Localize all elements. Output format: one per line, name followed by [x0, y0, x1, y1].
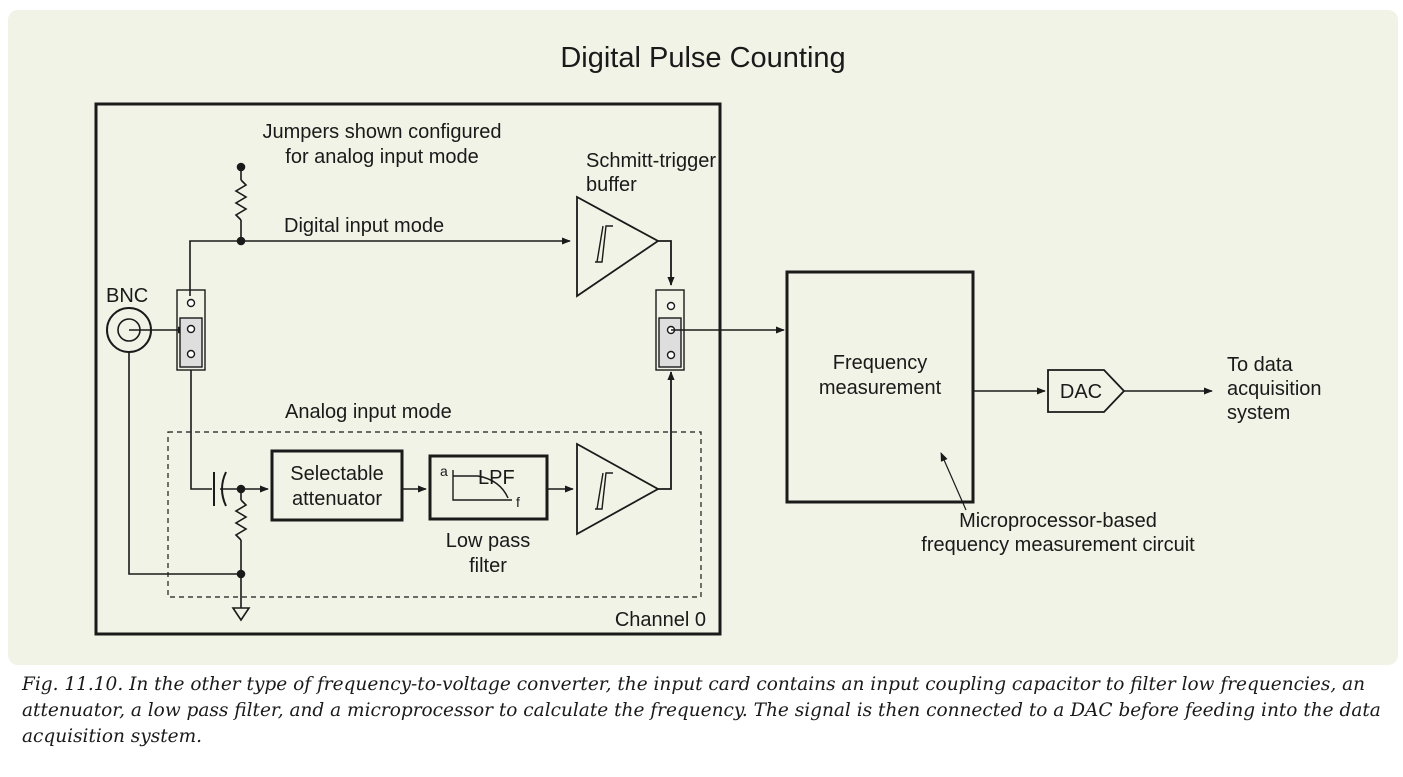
- frequency-measurement-box: [785, 270, 975, 504]
- pullup-resistor: [234, 162, 248, 241]
- figure-panel: [8, 10, 1398, 665]
- frequency-label-line2: measurement: [819, 377, 942, 399]
- attenuator-box: [270, 449, 404, 522]
- lpf-axis-f: f: [516, 494, 520, 510]
- schmitt-label-line1: Schmitt-trigger: [586, 150, 716, 172]
- analog-mode-label: Analog input mode: [285, 401, 452, 423]
- jumper-left: [176, 289, 206, 371]
- jumpers-note-line1: Jumpers shown configured: [262, 121, 501, 143]
- lpf-response-icon: [452, 470, 512, 501]
- microprocessor-label-line2: frequency measurement circuit: [921, 534, 1195, 556]
- schmitt-label-line2: buffer: [586, 174, 637, 196]
- schmitt-trigger-top: [576, 195, 675, 298]
- analog-region: [167, 431, 702, 598]
- schmitt-trigger-bottom: [576, 371, 675, 536]
- bnc-label: BNC: [106, 285, 148, 307]
- channel-box: [94, 102, 722, 636]
- figure-caption: Fig. 11.10. In the other type of frequen…: [22, 674, 1381, 747]
- output-label-line1: To data: [1227, 354, 1293, 376]
- jumpers-note-line2: for analog input mode: [285, 146, 478, 168]
- attenuator-label-line1: Selectable: [290, 463, 383, 485]
- output-label-line3: system: [1227, 402, 1290, 424]
- low-pass-caption-line1: Low pass: [446, 530, 531, 552]
- analog-path-wire: [128, 352, 269, 622]
- block-diagram: Digital Pulse Counting Channel 0 Jumpers…: [94, 42, 1322, 636]
- output-label-line2: acquisition: [1227, 378, 1322, 400]
- dac-label: DAC: [1060, 381, 1102, 403]
- digital-mode-label: Digital input mode: [284, 215, 444, 237]
- microprocessor-pointer: [940, 452, 967, 511]
- lpf-box: [428, 454, 549, 521]
- low-pass-caption-line2: filter: [469, 555, 507, 577]
- attenuator-label-line2: attenuator: [292, 488, 382, 510]
- digital-path-wire: [189, 236, 571, 296]
- lpf-axis-a: a: [440, 463, 448, 479]
- lpf-label: LPF: [478, 467, 515, 489]
- dac-block: [1047, 369, 1126, 413]
- channel-label: Channel 0: [615, 609, 706, 631]
- microprocessor-label-line1: Microprocessor-based: [959, 510, 1157, 532]
- frequency-label-line1: Frequency: [833, 352, 928, 374]
- diagram-title: Digital Pulse Counting: [560, 42, 845, 74]
